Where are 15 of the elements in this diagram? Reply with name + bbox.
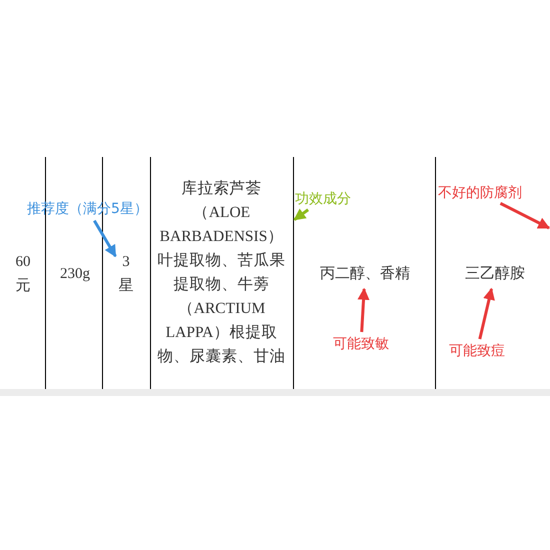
arrow [358, 288, 370, 332]
rating-text: 3星 [117, 250, 135, 298]
annotation-text: 功效成分 [295, 190, 351, 208]
ingredients-cell: 库拉索芦荟（ALOE BARBADENSIS）叶提取物、苦瓜果提取物、牛蒡（ARCTIUM LAPPA）根提取物、尿囊素、甘油 [151, 157, 292, 388]
price-text: 60元 [12, 250, 34, 298]
ingredient-text: 三乙醇胺 [458, 262, 532, 286]
annotation-text: 可能致痘 [449, 342, 505, 360]
weight-text: 230g [55, 262, 95, 286]
arrow [93, 220, 117, 258]
annotation-text: 不好的防腐剂 [438, 184, 522, 202]
arrow [293, 208, 310, 221]
arrow [500, 202, 550, 230]
annotation-text: 可能致敏 [333, 335, 389, 353]
ingredient-text: 丙二醇、香精 [310, 262, 420, 286]
arrow [478, 288, 495, 340]
